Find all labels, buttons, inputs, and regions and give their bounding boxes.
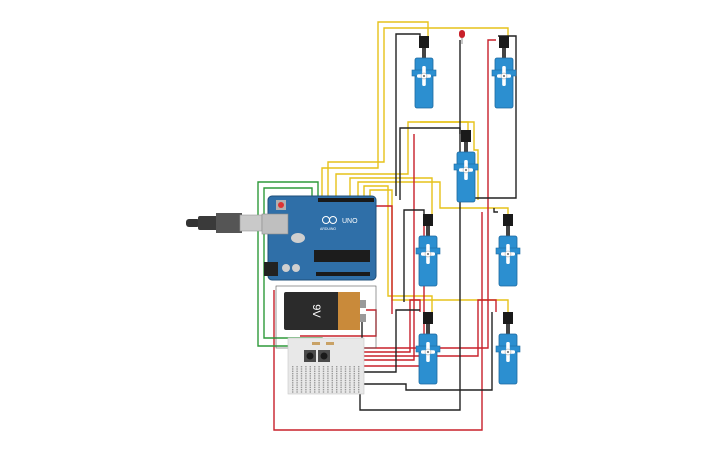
usb-cable-icon[interactable] bbox=[186, 213, 263, 233]
servo-horn-icon bbox=[459, 160, 473, 180]
wire-black[interactable] bbox=[352, 312, 493, 391]
resistor[interactable] bbox=[326, 342, 334, 345]
servo-motor[interactable] bbox=[495, 214, 521, 287]
wire-black[interactable] bbox=[399, 127, 461, 200]
wire-yellow[interactable] bbox=[349, 177, 433, 214]
wire-black[interactable] bbox=[340, 309, 420, 373]
wire-black[interactable] bbox=[493, 208, 498, 213]
wire-yellow[interactable] bbox=[363, 185, 433, 312]
servo-motor[interactable] bbox=[411, 36, 437, 109]
servo-horn-icon bbox=[421, 342, 435, 362]
servo-motor[interactable] bbox=[415, 312, 441, 385]
servo-group bbox=[411, 36, 521, 385]
wire-yellow[interactable] bbox=[327, 27, 509, 196]
wire-red[interactable] bbox=[348, 299, 421, 353]
servo-horn-icon bbox=[501, 342, 515, 362]
servo-motor[interactable] bbox=[453, 130, 479, 203]
arduino-uno-board[interactable]: UNO ARDUINO bbox=[261, 195, 377, 281]
arduino-logo bbox=[322, 216, 337, 224]
servo-horn-icon bbox=[501, 244, 515, 264]
servo-motor[interactable] bbox=[415, 214, 441, 287]
servo-horn-icon bbox=[417, 66, 431, 86]
arduino-sub-label: ARDUINO bbox=[320, 227, 336, 231]
wire-yellow[interactable] bbox=[335, 121, 469, 196]
pushbutton[interactable] bbox=[318, 350, 330, 362]
wire-yellow[interactable] bbox=[321, 21, 429, 196]
pushbutton[interactable] bbox=[304, 350, 316, 362]
wire-yellow[interactable] bbox=[357, 181, 509, 214]
servo-horn-icon bbox=[421, 244, 435, 264]
resistor[interactable] bbox=[312, 342, 320, 345]
servo-motor[interactable] bbox=[491, 36, 517, 109]
wire-black[interactable] bbox=[403, 209, 425, 302]
breadboard-holes bbox=[292, 366, 360, 393]
battery-label: 9V bbox=[310, 304, 322, 318]
wire-red[interactable] bbox=[273, 212, 483, 431]
battery-9v[interactable]: 9V bbox=[275, 285, 377, 349]
wire-black[interactable] bbox=[359, 40, 461, 411]
servo-motor[interactable] bbox=[495, 312, 521, 385]
breadboard[interactable] bbox=[287, 337, 365, 395]
led-icon[interactable] bbox=[459, 30, 465, 44]
arduino-brand-label: UNO bbox=[342, 218, 358, 225]
servo-horn-icon bbox=[497, 66, 511, 86]
